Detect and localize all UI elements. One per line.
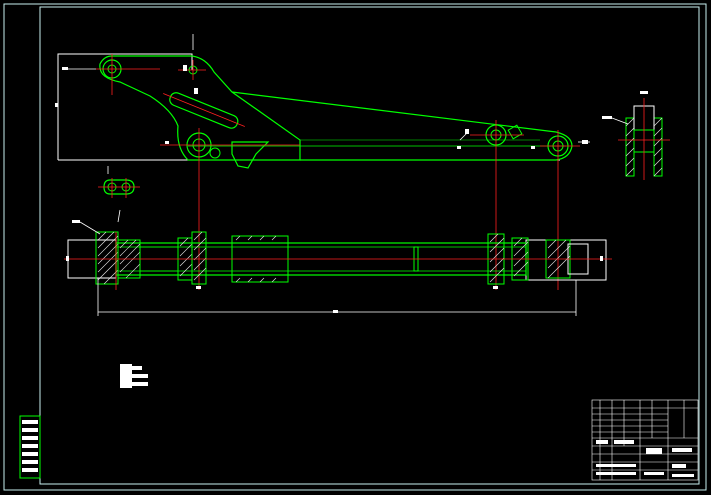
arm-dimension-marks (62, 65, 588, 149)
outer-border (3, 3, 707, 491)
sheet-frame (3, 3, 707, 491)
section-hatching (95, 231, 571, 285)
arm-long-link (231, 91, 573, 161)
arm-body-outline (99, 55, 301, 161)
inner-border (39, 6, 700, 485)
arm-centerlines (96, 54, 580, 290)
arm-section-view (64, 220, 612, 316)
right-detail-view (602, 91, 670, 180)
title-block-fills (596, 440, 694, 477)
technical-notes (120, 364, 148, 388)
arm-side-view (55, 34, 590, 290)
arm-slot (163, 92, 245, 129)
arm-envelope (57, 53, 193, 160)
pin-detail-view (98, 178, 140, 198)
arm-bracket (231, 141, 270, 169)
left-revision-strip (19, 415, 41, 479)
